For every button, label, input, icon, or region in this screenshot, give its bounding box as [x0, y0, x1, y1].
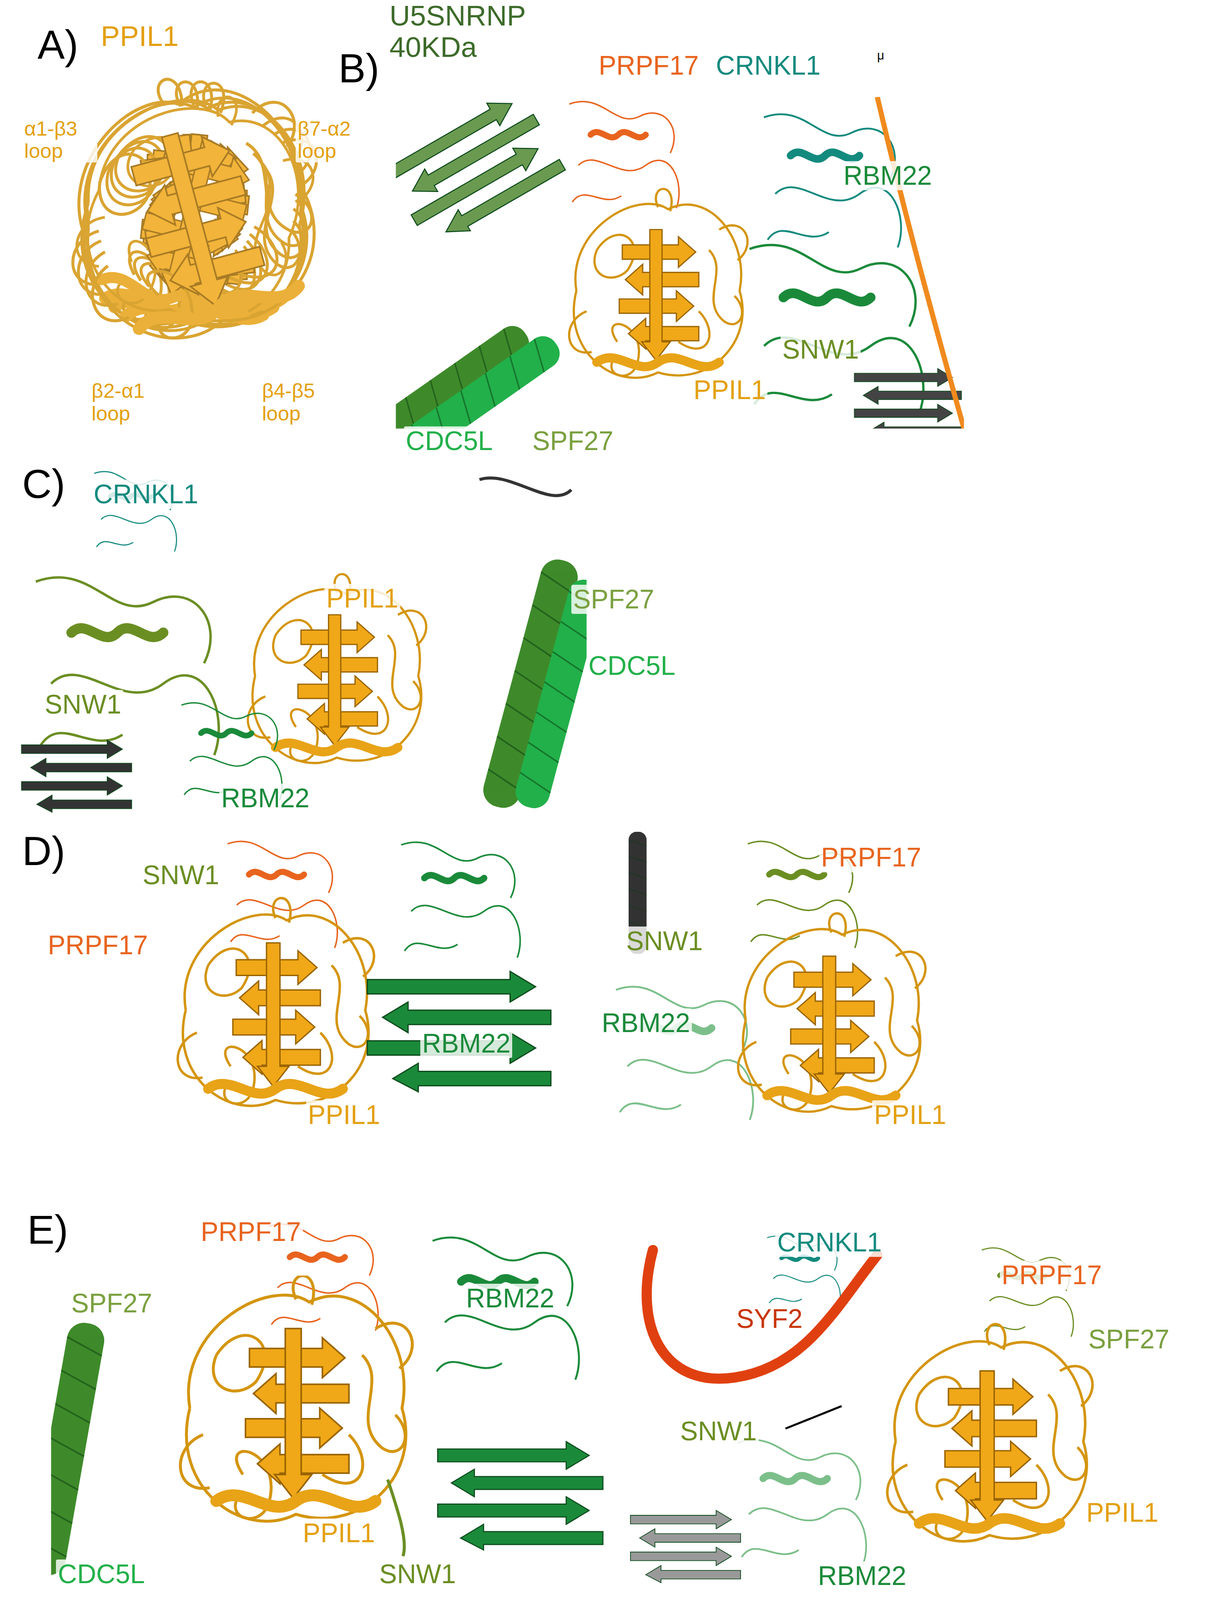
protein-label: RBM22	[219, 783, 312, 813]
panel-d-left-structure	[177, 841, 551, 1106]
protein-label: PRPF17	[819, 842, 923, 872]
panel-c-structure	[21, 471, 587, 812]
protein-label: SPF27	[571, 584, 656, 614]
protein-label: PPIL1	[324, 583, 401, 613]
protein-label: SNW1	[624, 926, 705, 956]
protein-label: RBM22	[599, 1008, 692, 1038]
protein-label: PPIL1	[301, 1517, 378, 1548]
ppil1-ensemble	[42, 50, 341, 359]
protein-label: CRNKL1	[91, 479, 201, 509]
protein-label: PRPF17	[999, 1260, 1104, 1290]
protein-label: RBM22	[463, 1283, 556, 1313]
protein-label: U5SNRNP 40KDa	[387, 0, 545, 63]
protein-label: CDC5L	[586, 650, 678, 681]
protein-label: SPF27	[69, 1288, 155, 1318]
protein-label: α1-β3 loop	[22, 117, 98, 163]
protein-label: CDC5L	[55, 1558, 147, 1589]
protein-label: RBM22	[816, 1560, 908, 1590]
protein-label: B)	[336, 45, 382, 91]
protein-label: SPF27	[530, 426, 616, 456]
protein-label: μ	[875, 49, 887, 63]
protein-label: SNW1	[780, 334, 861, 364]
panel-b-structure	[395, 96, 964, 429]
protein-label: β4-β5 loop	[260, 379, 336, 425]
protein-label: β7-α2 loop	[295, 117, 371, 163]
protein-label: PPIL1	[691, 375, 768, 405]
protein-label: SNW1	[678, 1416, 759, 1446]
protein-label: RBM22	[420, 1028, 513, 1058]
protein-label: CDC5L	[403, 426, 495, 456]
protein-label: β2-α1 loop	[89, 379, 165, 425]
protein-label: PPIL1	[1084, 1497, 1161, 1527]
protein-label: CRNKL1	[775, 1227, 884, 1257]
protein-label: SNW1	[377, 1558, 458, 1589]
protein-label: D)	[20, 828, 68, 874]
protein-label: A)	[35, 22, 81, 68]
protein-label: PPIL1	[306, 1099, 383, 1130]
panel-d-right-structure	[615, 831, 926, 1120]
protein-label: E)	[25, 1206, 71, 1252]
protein-label: PRPF17	[198, 1216, 303, 1246]
protein-label: PPIL1	[872, 1099, 948, 1130]
protein-label: SYF2	[734, 1303, 805, 1333]
protein-label: PRPF17	[45, 930, 150, 960]
protein-label: PRPF17	[596, 50, 701, 81]
protein-label: SNW1	[140, 860, 221, 890]
protein-label: SNW1	[42, 689, 123, 719]
protein-label: C)	[20, 461, 68, 507]
protein-label: SPF27	[1086, 1324, 1171, 1354]
protein-label: RBM22	[841, 161, 934, 191]
protein-label: PPIL1	[99, 20, 181, 52]
protein-label: CRNKL1	[714, 50, 823, 81]
panel-e-left-structure	[50, 1223, 603, 1578]
